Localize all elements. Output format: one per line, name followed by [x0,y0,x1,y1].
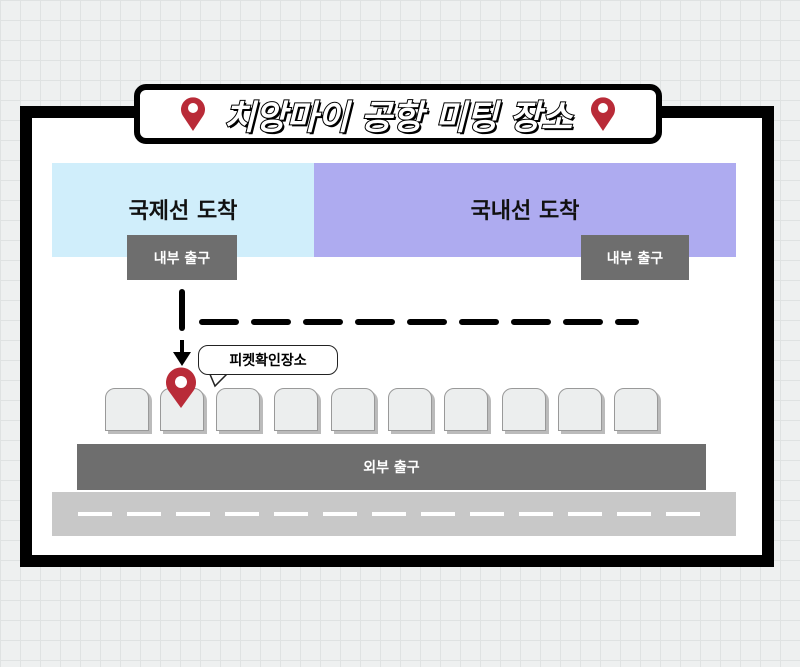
domestic-arrivals-label: 국내선 도착 [470,199,580,224]
lane-marking [323,512,357,516]
outer-exit: 외부 출구 [77,444,706,490]
lane-marking [519,512,553,516]
lane-marking [176,512,210,516]
lane-marking [470,512,504,516]
inner-exit-international: 내부 출구 [127,235,237,280]
callout-label: 피켓확인장소 [229,353,307,369]
arrow-head [173,352,191,366]
lane-marking [127,512,161,516]
lane-marking [225,512,259,516]
inner-exit-domestic: 내부 출구 [581,235,689,280]
lane-marking [78,512,112,516]
road [52,492,736,536]
callout-tail [208,372,230,388]
location-pin-icon [180,97,205,131]
page-title: 치앙마이 공항 미팅 장소 [223,97,573,139]
lane-marking [617,512,651,516]
gate [105,388,149,431]
lane-marking [372,512,406,516]
gate [502,388,546,431]
lane-marking [568,512,602,516]
lane-marking [421,512,455,516]
picket-check-callout: 피켓확인장소 [198,345,338,375]
gate [331,388,375,431]
location-pin-icon [591,97,616,131]
gate [274,388,318,431]
lane-marking [666,512,700,516]
gate [216,388,260,431]
gate [558,388,602,431]
international-arrivals-label: 국제선 도착 [128,199,238,224]
gate [614,388,658,431]
meeting-point-pin-icon [166,367,196,408]
title-banner: 치앙마이 공항 미팅 장소 [134,84,662,144]
gate [444,388,488,431]
lane-marking [274,512,308,516]
gate [388,388,432,431]
